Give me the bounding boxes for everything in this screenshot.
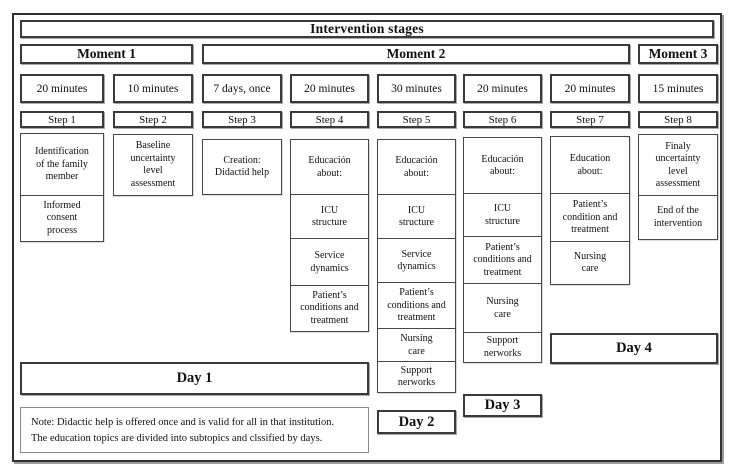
duration-box: 7 days, once — [202, 74, 282, 103]
duration-box: 20 minutes — [463, 74, 542, 103]
day-1-box: Day 1 — [20, 362, 369, 395]
step-box: Step 7 — [550, 111, 630, 128]
stage-cell: Service dynamics — [290, 238, 369, 287]
stage-cell: End of the intervention — [638, 195, 718, 240]
day-2-box: Day 2 — [377, 410, 456, 434]
moment-2-box: Moment 2 — [202, 44, 630, 64]
stage-cell: Nursing care — [377, 328, 456, 363]
stage-cell: Informed consent process — [20, 195, 104, 242]
diagram-title: Intervention stages — [20, 20, 714, 38]
stage-cell: Nursing care — [550, 241, 630, 285]
stage-cell: Baseline uncertainty level assessment — [113, 134, 193, 196]
step-box: Step 1 — [20, 111, 104, 128]
stage-cell: Patient’s conditions and treatment — [290, 285, 369, 332]
step-box: Step 5 — [377, 111, 456, 128]
duration-box: 20 minutes — [20, 74, 104, 103]
note-line-2: The education topics are divided into su… — [31, 432, 323, 444]
stage-cell: Educación about: — [463, 137, 542, 195]
duration-box: 15 minutes — [638, 74, 718, 103]
stage-cell: Finaly uncertainty level assessment — [638, 134, 718, 197]
stage-cell: Education about: — [550, 136, 630, 195]
duration-box: 30 minutes — [377, 74, 456, 103]
note-box: Note: Didactic help is offered once and … — [20, 407, 369, 453]
stage-cell: Patient’s conditions and treatment — [463, 236, 542, 285]
stage-cell: Creation: Didactid help — [202, 139, 282, 195]
moment-1-box: Moment 1 — [20, 44, 193, 64]
stage-cell: Patient’s condition and treatment — [550, 193, 630, 243]
note-line-1: Note: Didactic help is offered once and … — [31, 417, 335, 428]
stage-cell: Educación about: — [377, 139, 456, 196]
stage-cell: ICU structure — [377, 194, 456, 240]
outer-frame — [12, 13, 722, 462]
day-4-box: Day 4 — [550, 333, 718, 364]
stage-cell: ICU structure — [290, 194, 369, 240]
step-box: Step 8 — [638, 111, 718, 128]
day-3-box: Day 3 — [463, 394, 542, 417]
stage-cell: Patient’s conditions and treatment — [377, 282, 456, 330]
stage-cell: Support nerworks — [377, 361, 456, 393]
duration-box: 10 minutes — [113, 74, 193, 103]
step-box: Step 6 — [463, 111, 542, 128]
stage-cell: Nursing care — [463, 283, 542, 334]
moment-3-box: Moment 3 — [638, 44, 718, 64]
stage-cell: ICU structure — [463, 193, 542, 238]
step-box: Step 2 — [113, 111, 193, 128]
step-box: Step 4 — [290, 111, 369, 128]
duration-box: 20 minutes — [550, 74, 630, 103]
stage-cell: Support nerworks — [463, 332, 542, 363]
stage-cell: Service dynamics — [377, 238, 456, 284]
stage-cell: Educación about: — [290, 139, 369, 196]
duration-box: 20 minutes — [290, 74, 369, 103]
step-box: Step 3 — [202, 111, 282, 128]
stage-cell: Identification of the family member — [20, 133, 104, 197]
